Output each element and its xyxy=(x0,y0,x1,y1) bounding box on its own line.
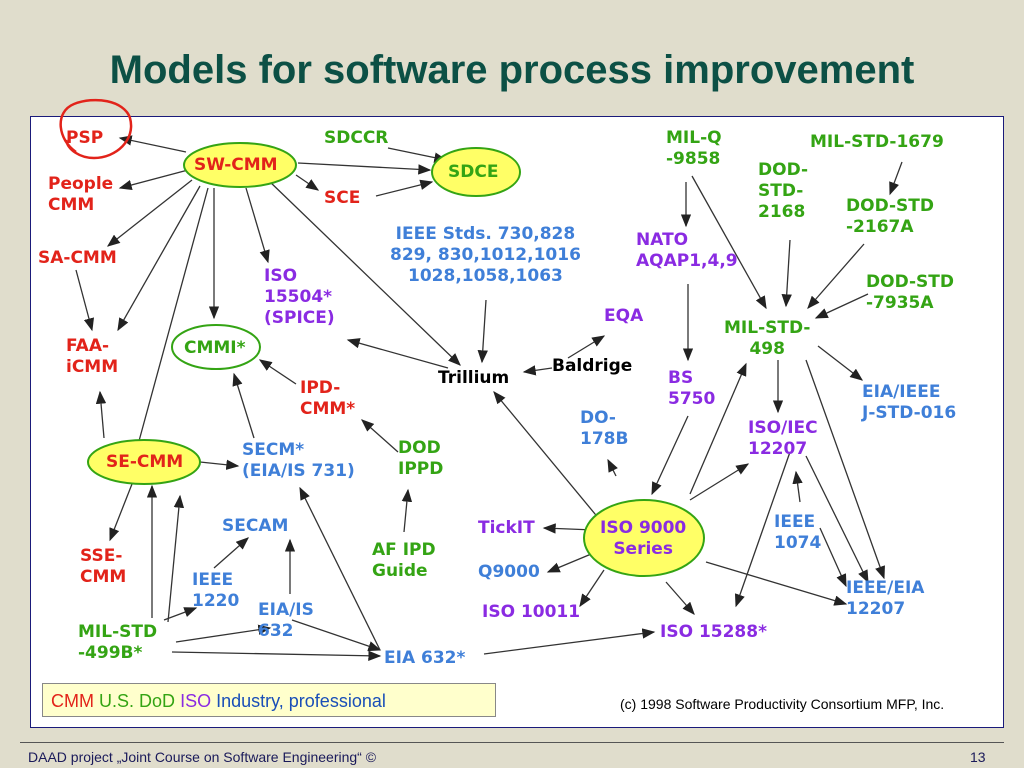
node-mil-std-498: MIL-STD- 498 xyxy=(724,318,811,359)
legend-industry: Industry, professional xyxy=(216,691,386,711)
node-mil-std-1679: MIL-STD-1679 xyxy=(810,132,944,152)
node-se-cmm: SE-CMM xyxy=(106,452,184,472)
node-sw-cmm: SW-CMM xyxy=(194,155,278,175)
node-eqa: EQA xyxy=(604,306,644,326)
node-eia-ieee-j-std: EIA/IEEE J-STD-016 xyxy=(862,382,957,423)
legend-dod: U.S. DoD xyxy=(99,691,176,711)
node-ipd-cmm: IPD- CMM* xyxy=(300,378,356,419)
node-eia-632: EIA 632* xyxy=(384,648,466,668)
node-secm: SECM* (EIA/IS 731) xyxy=(242,440,355,481)
node-tickit: TickIT xyxy=(478,518,535,538)
node-trillium: Trillium xyxy=(438,368,510,388)
node-eia-is-632: EIA/IS 632 xyxy=(258,600,314,641)
highlight-circle xyxy=(59,98,133,160)
node-iso-15504: ISO 15504* (SPICE) xyxy=(264,266,335,328)
node-ieee-stds: IEEE Stds. 730,828 829, 830,1012,1016 10… xyxy=(390,224,581,286)
copyright-credit: (c) 1998 Software Productivity Consortiu… xyxy=(620,696,945,712)
node-cmmi: CMMI* xyxy=(184,338,246,358)
page-number: 13 xyxy=(970,749,986,765)
node-ieee-eia-12207: IEEE/EIA 12207 xyxy=(846,578,925,619)
node-psp: PSP xyxy=(66,128,104,148)
diagram-panel xyxy=(30,116,1004,728)
node-af-ipd: AF IPD Guide xyxy=(372,540,436,581)
node-iso-9000: ISO 9000 Series xyxy=(600,518,687,559)
node-dod-std-2167a: DOD-STD -2167A xyxy=(846,196,934,237)
node-iso-10011: ISO 10011 xyxy=(482,602,581,622)
node-dod-std-2168: DOD- STD- 2168 xyxy=(758,160,809,222)
node-sa-cmm: SA-CMM xyxy=(38,248,117,268)
node-do-178b: DO- 178B xyxy=(580,408,629,449)
footer-divider xyxy=(20,742,1004,743)
node-secam: SECAM xyxy=(222,516,289,536)
legend-iso: ISO xyxy=(180,691,212,711)
node-faa-icmm: FAA- iCMM xyxy=(66,336,119,377)
footer-text: DAAD project „Joint Course on Software E… xyxy=(28,749,377,765)
node-q9000: Q9000 xyxy=(478,562,540,582)
node-baldrige: Baldrige xyxy=(552,356,633,376)
node-sce: SCE xyxy=(324,188,361,208)
iso-9000-ellipse xyxy=(583,499,705,577)
node-bs-5750: BS 5750 xyxy=(668,368,716,409)
sdce-ellipse xyxy=(431,147,521,197)
node-ieee-1220: IEEE 1220 xyxy=(192,570,240,611)
node-iso-iec-12207: ISO/IEC 12207 xyxy=(748,418,818,459)
node-sdce: SDCE xyxy=(448,162,499,182)
node-ieee-1074: IEEE 1074 xyxy=(774,512,822,553)
node-sse-cmm: SSE- CMM xyxy=(80,546,127,587)
sw-cmm-ellipse xyxy=(183,142,297,188)
node-sdccr: SDCCR xyxy=(324,128,389,148)
node-iso-15288: ISO 15288* xyxy=(660,622,767,642)
se-cmm-ellipse xyxy=(87,439,201,485)
legend: CMM U.S. DoD ISO Industry, professional xyxy=(42,683,496,717)
slide-title: Models for software process improvement xyxy=(109,48,915,92)
node-mil-std-499b: MIL-STD -499B* xyxy=(78,622,158,663)
node-mil-q-9858: MIL-Q -9858 xyxy=(666,128,722,169)
node-nato-aqap: NATO AQAP1,4,9 xyxy=(636,230,738,271)
node-dod-std-7935a: DOD-STD -7935A xyxy=(866,272,954,313)
node-dod-ippd: DOD IPPD xyxy=(398,438,444,479)
node-people-cmm: People CMM xyxy=(48,174,114,215)
legend-cmm: CMM xyxy=(51,691,94,711)
cmmi-ellipse xyxy=(171,324,261,370)
